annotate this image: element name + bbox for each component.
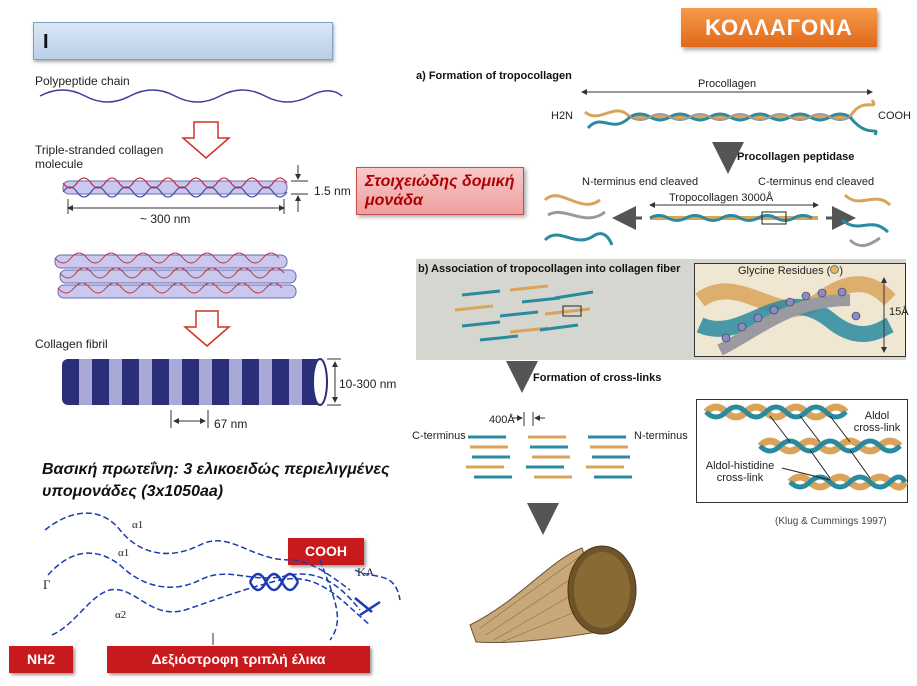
glycine-helix [695, 276, 896, 356]
crosslink-inset-fibers [703, 403, 909, 491]
tropocollagen-rods [454, 284, 594, 342]
alpha-chains [44, 512, 401, 641]
width-label: 1.5 nm [314, 184, 351, 198]
unit-box: Στοιχειώδης δομική μονάδα [356, 167, 524, 215]
down-arrow-2 [182, 310, 232, 347]
basic-protein-text: Βασική πρωτεΐνη: 3 ελικοειδώς περιελιγμέ… [42, 461, 390, 500]
n-cleaved-label: N-terminus end cleaved [582, 176, 699, 188]
section-a-title: a) Formation of tropocollagen [416, 70, 572, 82]
cooh-tag: COOH [288, 538, 364, 565]
gamma-label: Γ [43, 577, 51, 592]
cooh-label: COOH [878, 110, 911, 122]
cleaved-ends [543, 193, 892, 248]
triple-strand-molecule [62, 177, 288, 198]
collagen-fibril [62, 358, 328, 406]
tropocollagen-molecule [649, 211, 818, 225]
polypeptide-label: Polypeptide chain [35, 74, 130, 88]
down-arrow-1 [180, 121, 232, 159]
glycine-label: Glycine Residues () [738, 265, 843, 277]
fibril-width-label: 10-300 nm [339, 377, 397, 391]
spacing-label: 15Å [889, 306, 909, 318]
nh2-tag: NH2 [9, 646, 73, 673]
crosslinks-label: Formation of cross-links [533, 372, 662, 384]
procollagen-molecule [584, 99, 878, 136]
gap-label: 400Å [489, 414, 515, 426]
tropocollagen-label: Tropocollagen 3000Å [669, 192, 774, 204]
stacked-molecules [54, 252, 297, 299]
collagen-badge: ΚΟΛΛΑΓΟΝΑ [681, 8, 877, 47]
alpha1a-label: α1 [132, 519, 144, 531]
c-terminus-label: C-terminus [412, 430, 466, 442]
section-title: Ι [33, 22, 333, 60]
fibril-label: Collagen fibril [35, 337, 108, 351]
helix-tag: Δεξιόστροφη τριπλή έλικα [107, 646, 370, 673]
procollagen-label: Procollagen [698, 78, 757, 90]
triple-strand-label: Triple-stranded collagen molecule [35, 143, 164, 171]
citation: (Klug & Cummings 1997) [775, 516, 887, 527]
crosslinked-fibers [466, 435, 632, 479]
collagen-fiber-bundle [469, 545, 637, 643]
c-cleaved-label: C-terminus end cleaved [758, 176, 875, 188]
alpha2-label: α2 [115, 609, 127, 621]
aldol-label: Aldol cross-link [853, 410, 901, 434]
glycine-dots [721, 287, 861, 343]
length-label: ~ 300 nm [140, 212, 191, 226]
n-terminus-label: N-terminus [634, 430, 688, 442]
peptidase-label: Procollagen peptidase [737, 151, 855, 163]
polypeptide-chain [39, 89, 343, 103]
alpha1b-label: α1 [118, 547, 130, 559]
ka-label: ΚΑ [357, 565, 375, 579]
fibril-period-label: 67 nm [214, 417, 248, 431]
right-handed-helix [248, 572, 381, 617]
h2n-label: H2N [551, 110, 574, 122]
aldol-histidine-label: Aldol-histidine cross-link [705, 460, 775, 484]
section-b-title: b) Association of tropocollagen into col… [418, 263, 681, 275]
